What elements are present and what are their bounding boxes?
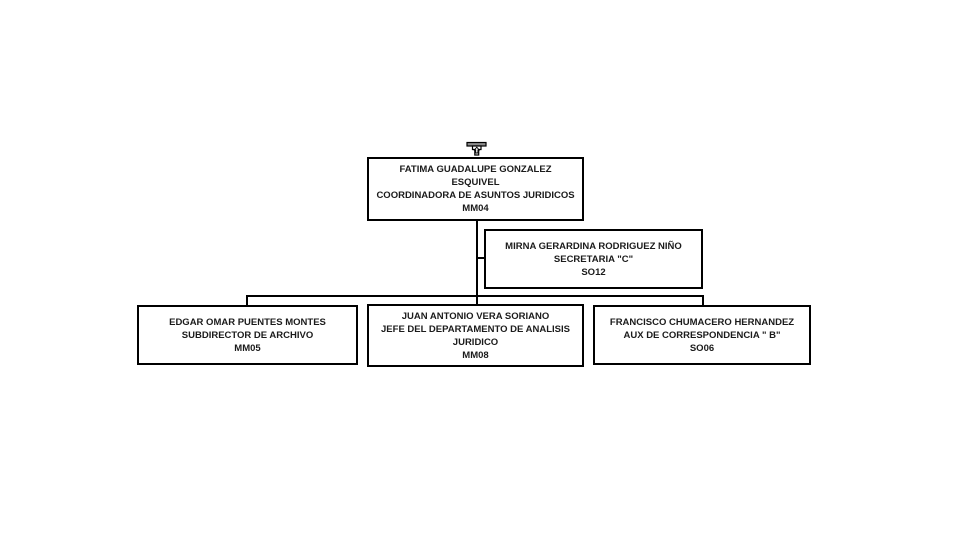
node-code: SO12 bbox=[581, 266, 606, 278]
node-title: AUX DE CORRESPONDENCIA " B" bbox=[623, 329, 781, 341]
org-node-aux-correspondencia[interactable]: FRANCISCO CHUMACERO HERNANDEZ AUX DE COR… bbox=[593, 305, 811, 365]
org-node-jefe-analisis[interactable]: JUAN ANTONIO VERA SORIANO JEFE DEL DEPAR… bbox=[367, 304, 584, 367]
node-name: JUAN ANTONIO VERA SORIANO bbox=[401, 310, 550, 322]
node-code: MM05 bbox=[234, 342, 261, 354]
connector-stub-subdirector bbox=[246, 295, 248, 306]
node-title: SECRETARIA "C" bbox=[553, 253, 634, 265]
connector-horizontal-main bbox=[246, 295, 704, 297]
org-node-coordinator[interactable]: FATIMA GUADALUPE GONZALEZ ESQUIVEL COORD… bbox=[367, 157, 584, 221]
node-name: EDGAR OMAR PUENTES MONTES bbox=[169, 316, 326, 328]
org-node-subdirector[interactable]: EDGAR OMAR PUENTES MONTES SUBDIRECTOR DE… bbox=[137, 305, 358, 365]
connector-stub-aux bbox=[702, 295, 704, 306]
node-code: SO06 bbox=[689, 342, 715, 354]
connector-vertical-main bbox=[476, 221, 478, 305]
node-code: MM08 bbox=[462, 349, 489, 361]
anchor-icon bbox=[466, 141, 487, 156]
org-node-secretary[interactable]: MIRNA GERARDINA RODRIGUEZ NIÑO SECRETARI… bbox=[484, 229, 703, 289]
node-code: MM04 bbox=[462, 203, 489, 214]
node-name: FRANCISCO CHUMACERO HERNANDEZ bbox=[609, 316, 795, 328]
node-name: FATIMA GUADALUPE GONZALEZ ESQUIVEL bbox=[399, 164, 552, 188]
node-title: SUBDIRECTOR DE ARCHIVO bbox=[181, 329, 314, 341]
node-title: COORDINADORA DE ASUNTOS JURIDICOS bbox=[376, 190, 575, 201]
connector-secretary-branch bbox=[477, 257, 485, 259]
node-title: JEFE DEL DEPARTAMENTO DE ANALISIS JURIDI… bbox=[381, 323, 570, 348]
node-name: MIRNA GERARDINA RODRIGUEZ NIÑO bbox=[505, 240, 682, 252]
